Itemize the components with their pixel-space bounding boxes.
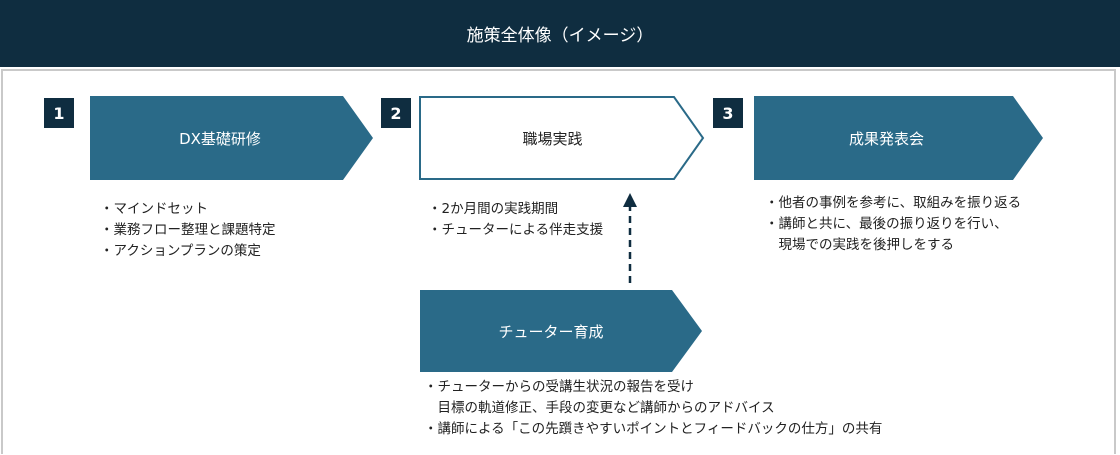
bullet-item: ・講師による「この先躓きやすいポイントとフィードバックの仕方」の共有 bbox=[424, 421, 883, 437]
bullet-item: 目標の軌道修正、手段の変更など講師からのアドバイス bbox=[424, 400, 775, 416]
step-2-number: 2 bbox=[381, 98, 411, 128]
tutor-arrow bbox=[420, 290, 702, 372]
step-1-arrow bbox=[90, 96, 373, 180]
tutor-label: チューター育成 bbox=[498, 322, 604, 341]
step-1-number: 1 bbox=[44, 98, 74, 128]
step-3-bullets: ・他者の事例を参考に、取組みを振り返る ・講師と共に、最後の振り返りを行い、 現… bbox=[765, 193, 1021, 256]
feedback-arrowhead bbox=[623, 193, 637, 207]
bullet-item: ・マインドセット bbox=[100, 201, 208, 217]
step-1-label: DX基礎研修 bbox=[179, 129, 261, 148]
bullet-item: ・チューターによる伴走支援 bbox=[428, 222, 604, 238]
tutor-bullets: ・チューターからの受講生状況の報告を受け 目標の軌道修正、手段の変更など講師から… bbox=[424, 377, 882, 440]
bullet-item: ・2か月間の実践期間 bbox=[428, 201, 559, 217]
diagram-frame bbox=[1, 69, 1116, 454]
step-2-bullets: ・2か月間の実践期間 ・チューターによる伴走支援 bbox=[428, 199, 603, 241]
step-3-label: 成果発表会 bbox=[848, 129, 924, 148]
bullet-item: ・アクションプランの策定 bbox=[100, 243, 261, 259]
page-title: 施策全体像（イメージ） bbox=[0, 0, 1120, 67]
bullet-item: ・講師と共に、最後の振り返りを行い、 bbox=[765, 216, 1008, 232]
step-1-bullets: ・マインドセット ・業務フロー整理と課題特定 ・アクションプランの策定 bbox=[100, 199, 276, 262]
bullet-item: ・業務フロー整理と課題特定 bbox=[100, 222, 276, 238]
bullet-item: 現場での実践を後押しをする bbox=[765, 237, 954, 253]
bullet-item: ・チューターからの受講生状況の報告を受け bbox=[424, 379, 694, 395]
step-2-label: 職場実践 bbox=[522, 129, 583, 148]
bullet-item: ・他者の事例を参考に、取組みを振り返る bbox=[765, 195, 1022, 211]
step-2-arrow bbox=[419, 96, 705, 180]
step-3-arrow bbox=[754, 96, 1043, 180]
step-3-number: 3 bbox=[713, 98, 743, 128]
